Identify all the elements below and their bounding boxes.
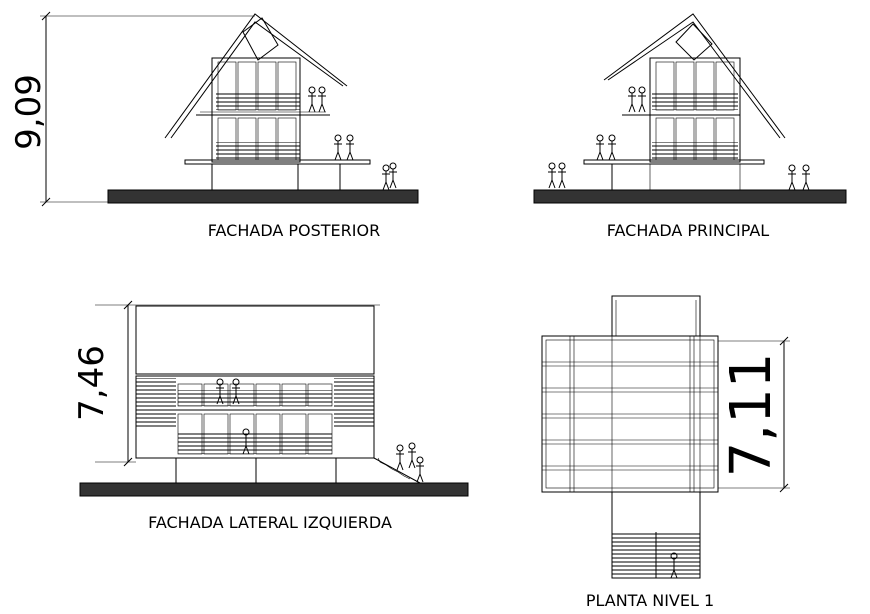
dimension-floor-plan: 7,11 — [718, 336, 790, 493]
title-left-side-elevation: FACHADA LATERAL IZQUIERDA — [148, 513, 392, 532]
floor-plan-level-1: 7,11 PLANTA NIVEL 1 — [541, 295, 790, 610]
title-front-elevation: FACHADA PRINCIPAL — [607, 221, 770, 240]
elevation-front: FACHADA PRINCIPAL — [533, 13, 847, 240]
dimension-left-side-value: 7,46 — [72, 345, 112, 421]
dimension-rear-value: 9,09 — [9, 74, 49, 150]
title-floor-plan: PLANTA NIVEL 1 — [586, 591, 714, 610]
ground-line — [107, 189, 419, 204]
dimension-rear: 9,09 — [9, 11, 255, 207]
dimension-left-side: 7,46 — [72, 300, 380, 467]
elevation-rear: 9,09 FACHADA POSTERIOR — [9, 11, 419, 240]
dimension-floor-plan-value: 7,11 — [719, 353, 784, 478]
elevation-left-side: 7,46 FACHADA LATERAL IZQUIERDA — [72, 300, 469, 532]
title-rear-elevation: FACHADA POSTERIOR — [208, 221, 380, 240]
ground-line-front — [533, 189, 847, 204]
